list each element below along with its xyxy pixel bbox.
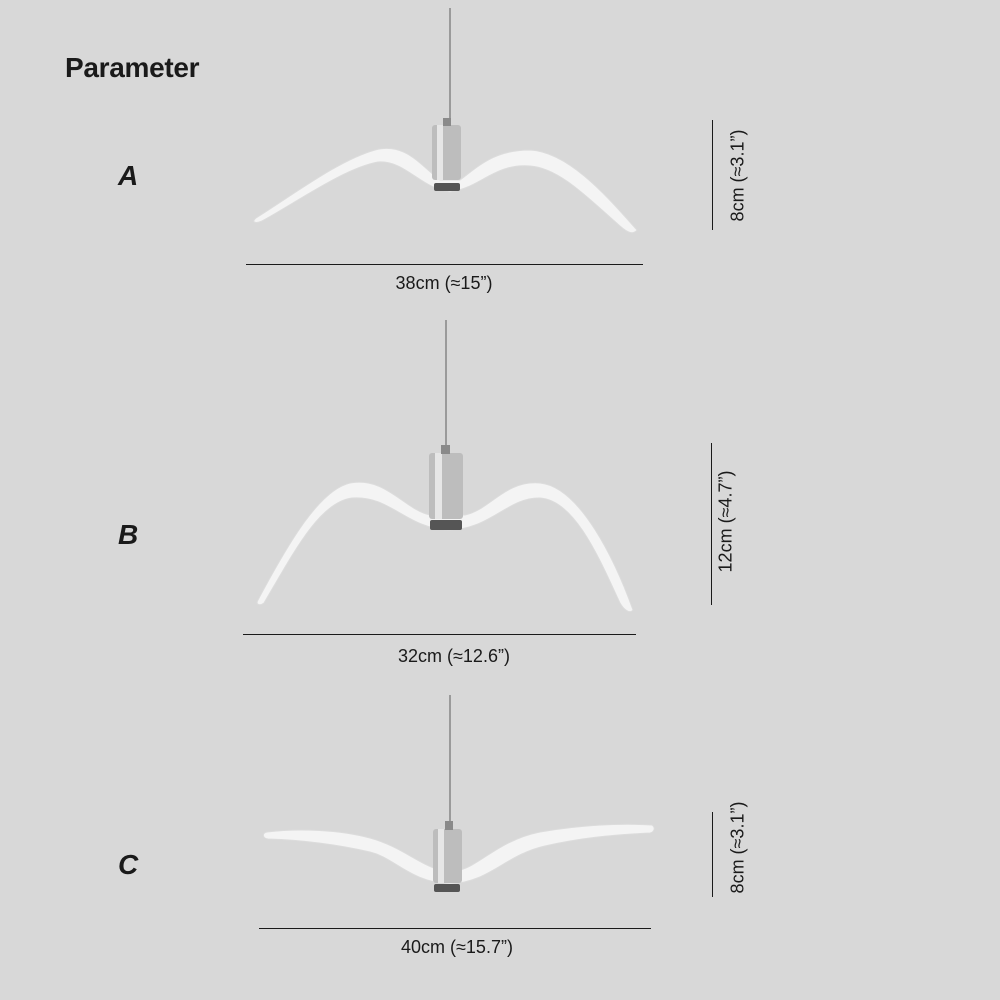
lamp-canopy (433, 829, 462, 883)
seagull-lamp-image (253, 8, 638, 234)
wing-shape (256, 481, 634, 613)
width-dimension-line (259, 928, 651, 929)
height-dimension-line (712, 120, 713, 230)
seagull-lamp-image (256, 320, 634, 613)
height-label: 8cm (≈3.1”) (727, 801, 748, 894)
width-label: 32cm (≈12.6”) (398, 646, 510, 666)
height-dimension-line (711, 443, 712, 605)
width-label: 38cm (≈15”) (395, 273, 493, 293)
variant-letter: A (118, 160, 139, 191)
width-label: 40cm (≈15.7”) (401, 937, 513, 957)
width-dimension-line (246, 264, 643, 265)
height-dimension-line (712, 812, 713, 897)
lamp-lens (434, 884, 460, 892)
wing-shape (262, 823, 655, 885)
lamp-lens (434, 183, 460, 191)
page-title: Parameter (65, 52, 200, 83)
width-dimension-line (243, 634, 636, 635)
variant-a: A 38cm (≈15”) 8cm (≈3.1”) (0, 0, 1000, 310)
variant-b: B 32cm (≈12.6”) 12cm (≈4.7”) (118, 320, 735, 666)
variant-letter: C (118, 849, 139, 880)
lamp-lens (430, 520, 462, 530)
variant-letter: B (118, 519, 139, 550)
